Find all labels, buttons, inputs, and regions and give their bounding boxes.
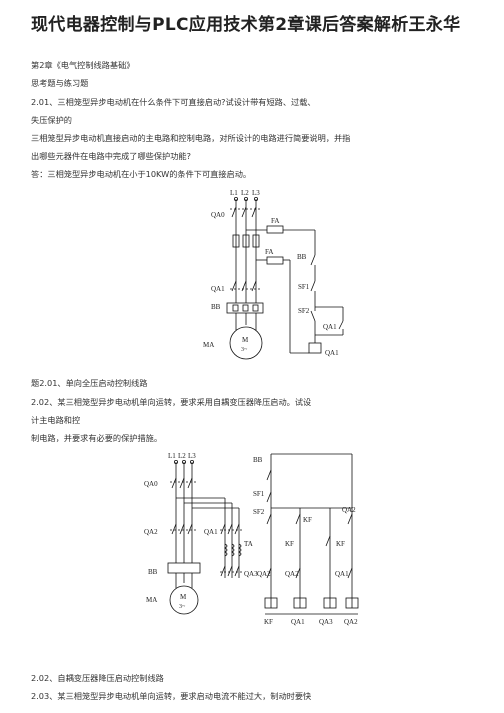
coil-qa2-label: QA2 xyxy=(344,618,358,626)
qa0-label: QA0 xyxy=(144,480,158,488)
qa2-aux-label: QA2 xyxy=(342,506,356,514)
sf2-label: SF2 xyxy=(298,307,310,315)
phase-l2-label: L2 xyxy=(178,452,186,460)
question-line: 计主电路和控 xyxy=(31,415,81,425)
motor-label: M xyxy=(242,336,249,344)
phase-l3-label: L3 xyxy=(252,189,260,197)
direct-start-circuit-diagram: L1 L2 L3 QA0 FA FA BB QA1 SF1 BB SF2 QA1… xyxy=(203,189,344,360)
ma-label: MA xyxy=(203,341,214,349)
bb-label: BB xyxy=(253,456,263,464)
qa0-label: QA0 xyxy=(211,211,225,219)
sf1-label: SF1 xyxy=(253,490,265,498)
figure-caption: 题2.01、单向全压启动控制线路 xyxy=(31,378,148,388)
bb-relay-label: BB xyxy=(297,253,307,261)
answer-line: 答：三相笼型异步电动机在小于10KW的条件下可直接启动。 xyxy=(31,169,252,179)
motor-sub-label: 3~ xyxy=(179,604,186,610)
sf1-label: SF1 xyxy=(298,283,310,291)
question-line: 2.02、某三相笼型异步电动机单向运转，要求采用自耦变压器降压启动。试设 xyxy=(31,397,312,407)
phase-l2-label: L2 xyxy=(241,189,249,197)
question-line: 制电路，并要求有必要的保护措施。 xyxy=(31,433,163,443)
kf-a-label: KF xyxy=(303,516,312,524)
coil-qa1-label: QA1 xyxy=(291,618,305,626)
kf-c-label: KF xyxy=(336,540,345,548)
motor-sub-label: 3~ xyxy=(241,347,248,353)
qa1-main-label: QA1 xyxy=(211,285,225,293)
question-line: 失压保护的 xyxy=(31,115,72,125)
qa3-main-label: QA3 xyxy=(244,570,258,578)
kf-b-label: KF xyxy=(285,540,294,548)
ma-label: MA xyxy=(146,596,157,604)
document-title: 现代电器控制与PLC应用技术第2章课后答案解析王永华 xyxy=(31,15,461,35)
qa2-main-label: QA2 xyxy=(144,528,158,536)
qa1-main-label: QA1 xyxy=(204,528,218,536)
autotransformer-start-circuit-diagram: L1 L2 L3 QA0 QA2 QA1 TA BB QA3 MA M 3~ B… xyxy=(144,452,359,626)
chapter-heading: 第2章《电气控制线路基础》 xyxy=(31,60,135,70)
fa-top-label: FA xyxy=(271,217,279,225)
figure-caption: 2.02、自耦变压器降压启动控制线路 xyxy=(31,673,164,683)
qa2-c-label: QA2 xyxy=(285,570,299,578)
coil-qa3-label: QA3 xyxy=(319,618,333,626)
question-line: 三相笼型异步电动机直接启动的主电路和控制电路，对所设计的电路进行简要说明，并指 xyxy=(31,133,351,143)
phase-l3-label: L3 xyxy=(188,452,196,460)
motor-label: M xyxy=(180,593,187,601)
question-line: 出哪些元器件在电路中完成了哪些保护功能? xyxy=(31,151,191,161)
fa-label: FA xyxy=(265,248,273,256)
ta-label: TA xyxy=(244,540,253,548)
qa1-aux-label: QA1 xyxy=(323,323,337,331)
bb-relay-label: BB xyxy=(148,568,158,576)
qa1-coil-label: QA1 xyxy=(325,349,339,357)
qa1-b-label: QA1 xyxy=(335,570,349,578)
bb-label: BB xyxy=(211,303,221,311)
qa2-b-label: QA2 xyxy=(257,570,271,578)
phase-l1-label: L1 xyxy=(168,452,176,460)
question-line: 2.03、某三相笼型异步电动机单向运转，要求启动电流不能过大，制动时要快 xyxy=(31,691,312,701)
phase-l1-label: L1 xyxy=(230,189,238,197)
question-line: 2.01、三相笼型异步电动机在什么条件下可直接启动?试设计带有短路、过载、 xyxy=(31,97,316,107)
sf2-label: SF2 xyxy=(253,508,265,516)
section-heading: 思考题与练习题 xyxy=(31,78,89,88)
coil-kf-label: KF xyxy=(264,618,273,626)
